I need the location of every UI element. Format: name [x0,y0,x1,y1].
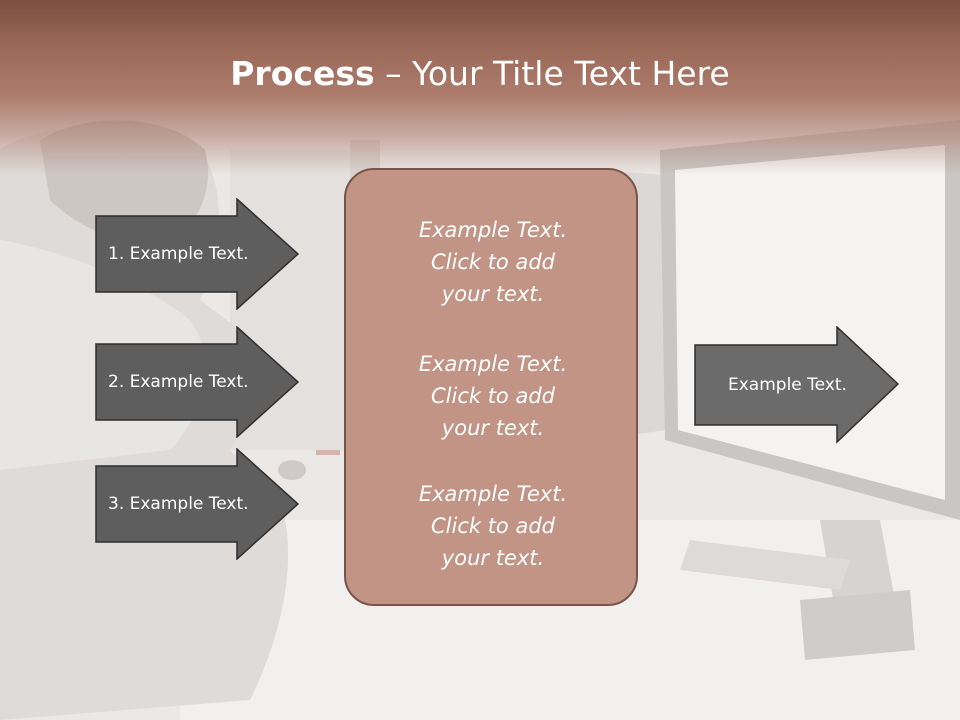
center-text-2: Example Text. Click to add your text. [418,352,568,440]
left-arrow-3-label: 3. Example Text. [108,494,249,514]
arrow-shape [694,326,900,444]
title-bold: Process [230,54,375,93]
arrow-shape [95,326,300,438]
slide-title[interactable]: Process – Your Title Text Here [0,52,960,96]
title-band [0,0,960,175]
arrow-shape [95,198,300,310]
center-text-1: Example Text. Click to add your text. [418,218,568,306]
arrow-shape [95,448,300,560]
left-arrow-1-label: 1. Example Text. [108,244,249,264]
left-arrow-1[interactable]: 1. Example Text. [95,198,300,310]
left-arrow-2-label: 2. Example Text. [108,372,249,392]
left-arrow-2[interactable]: 2. Example Text. [95,326,300,438]
left-arrow-3[interactable]: 3. Example Text. [95,448,300,560]
center-text-box[interactable]: Example Text. Click to add your text. Ex… [344,168,638,606]
right-arrow-label: Example Text. [728,375,847,395]
center-text-3: Example Text. Click to add your text. [418,482,568,570]
title-rest: – Your Title Text Here [374,54,730,93]
right-arrow[interactable]: Example Text. [694,326,900,444]
